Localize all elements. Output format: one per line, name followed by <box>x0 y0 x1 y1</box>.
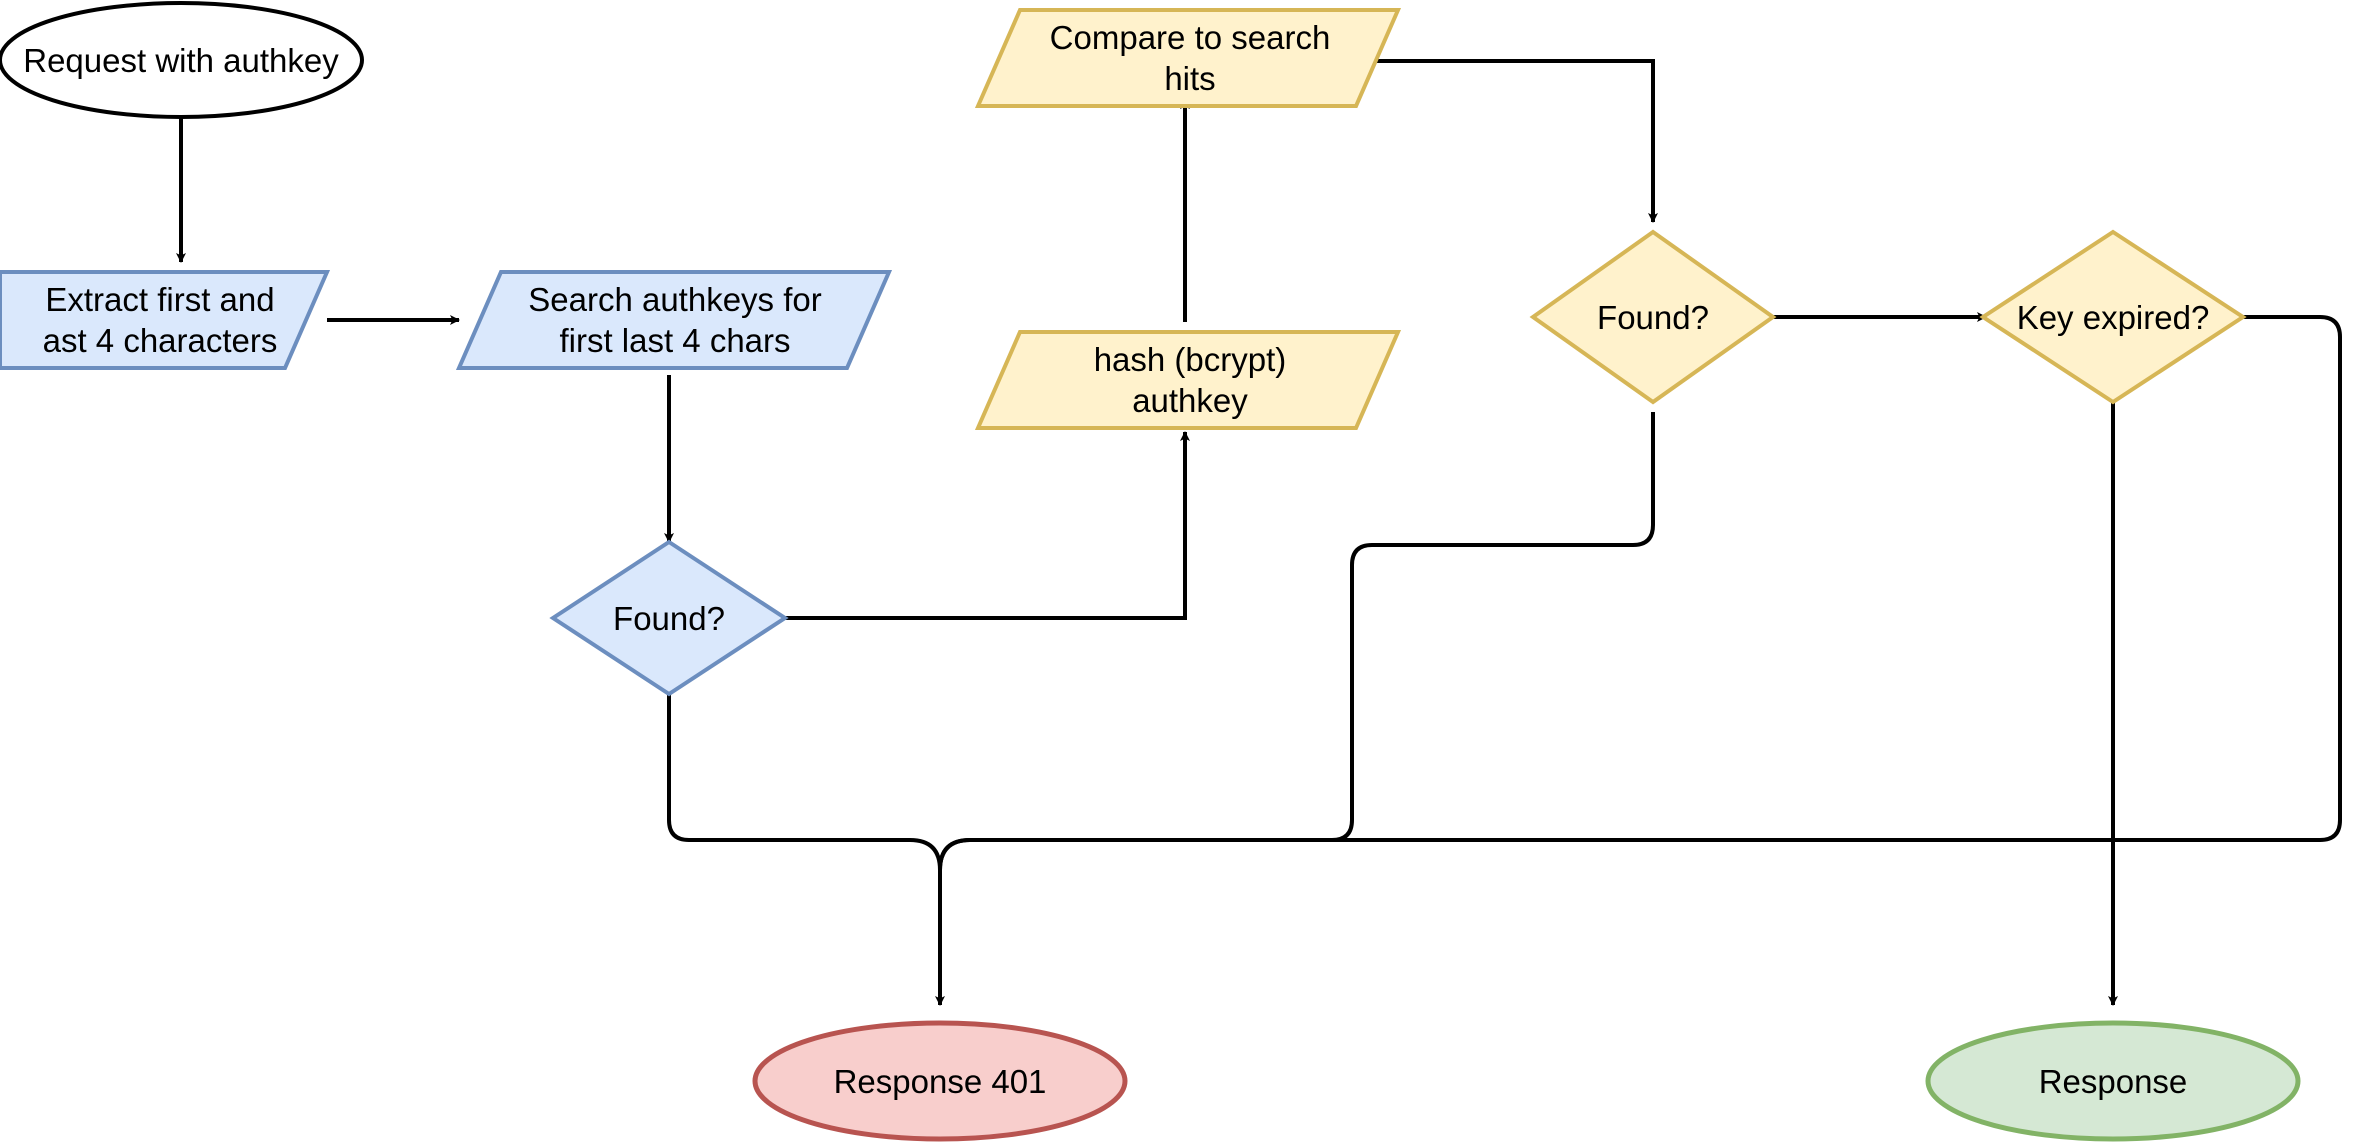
edge-layer <box>176 59 2342 1006</box>
node-shape-extract[interactable] <box>0 270 331 370</box>
node-shape-start[interactable] <box>0 1 364 119</box>
node-shape-response-ok[interactable] <box>1925 1020 2301 1142</box>
node-shape-response-401[interactable] <box>752 1020 1128 1142</box>
node-shape-layer <box>0 1 2301 1142</box>
edge-key-expired-to-response-401 <box>938 315 2342 1005</box>
node-shape-found-blue[interactable] <box>549 539 789 697</box>
edge-found-yellow-to-response-401 <box>938 412 1655 1005</box>
edge-compare-to-found-yellow <box>1356 59 1658 223</box>
edge-found-blue-to-hash <box>785 431 1190 620</box>
node-shape-key-expired[interactable] <box>1979 229 2247 405</box>
node-shape-compare[interactable] <box>974 8 1402 108</box>
node-shape-search[interactable] <box>455 270 893 370</box>
node-shape-hash[interactable] <box>974 330 1402 430</box>
node-shape-found-yellow[interactable] <box>1529 229 1777 405</box>
edge-found-blue-to-response-401 <box>667 694 945 1006</box>
